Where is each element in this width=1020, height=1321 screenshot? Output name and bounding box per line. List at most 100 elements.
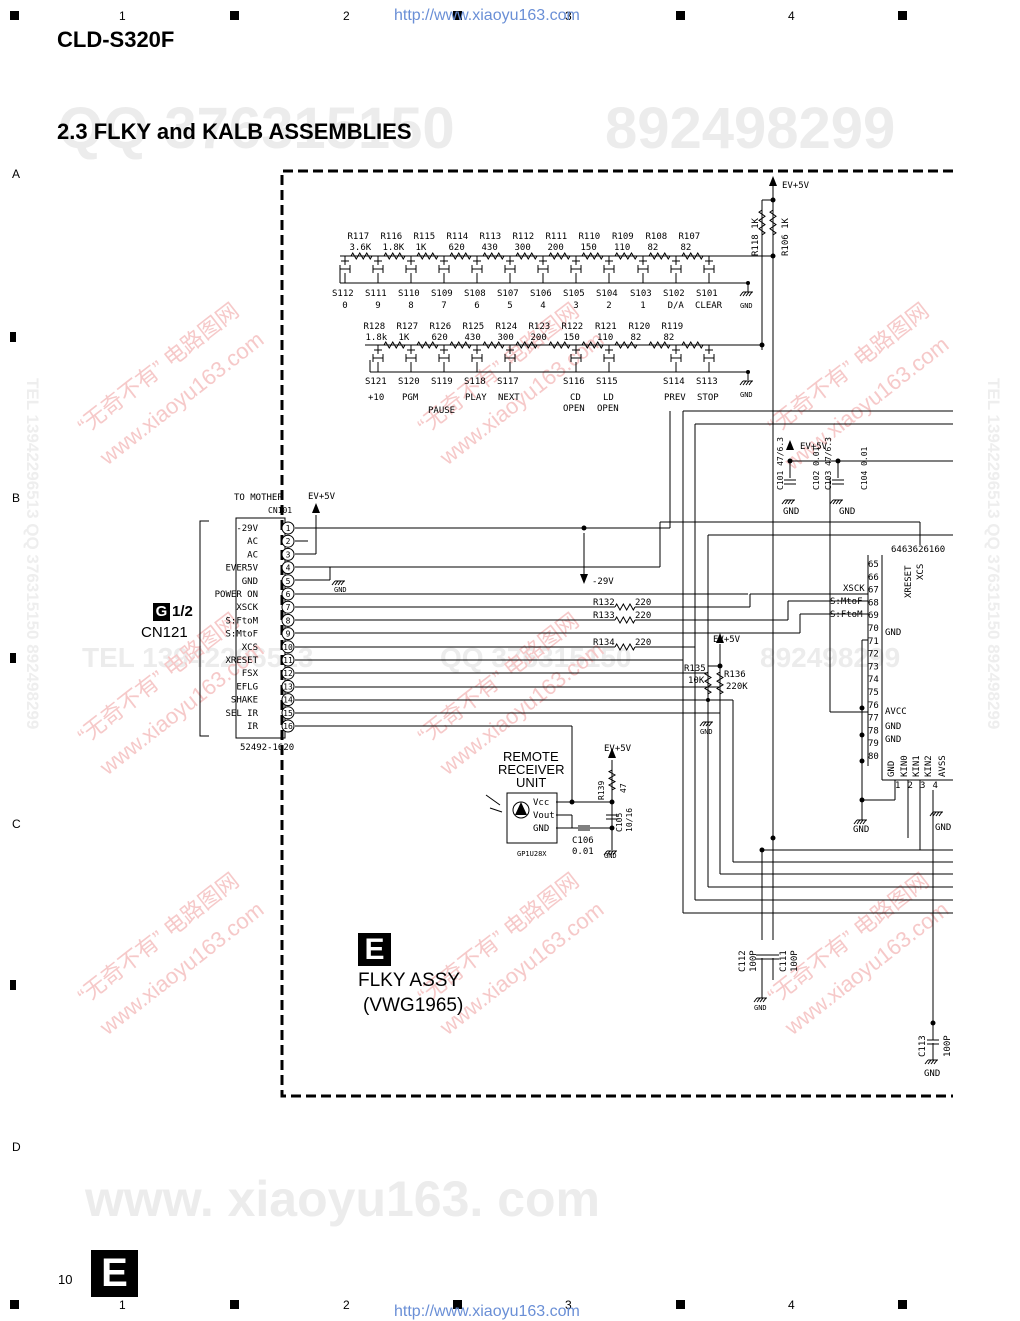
switch-key-label: 7 — [441, 301, 446, 311]
connector-ref: CN101 — [268, 506, 292, 515]
connector-pin-label: SEL IR — [225, 709, 258, 719]
ic-pin-label: GND — [885, 628, 901, 638]
resistor-ref: R126 — [430, 322, 452, 332]
switch-S116 — [570, 345, 582, 372]
source-url-bottom[interactable]: http://www.xiaoyu163.com — [394, 1303, 580, 1320]
capacitor-value: 10/16 — [625, 808, 634, 832]
resistor-R111 — [548, 252, 571, 260]
ic-pin-label: GND — [885, 735, 901, 745]
switch-S117 — [504, 345, 516, 372]
resistor-value: 10K — [688, 676, 705, 686]
resistor-ref: R133 — [593, 611, 615, 621]
grid-marker — [10, 1300, 19, 1309]
connector-pin-number: 15 — [283, 709, 293, 718]
switch-ref: S120 — [398, 377, 420, 387]
resistor-R110 — [581, 252, 604, 260]
ic-pin-number: 65 — [868, 560, 879, 570]
switch-S115 — [603, 345, 615, 372]
resistor-label: R106 1K — [781, 217, 791, 256]
resistor-R123 — [548, 341, 571, 349]
switch-ref: S117 — [497, 377, 519, 387]
capacitor-ref: C113 — [918, 1035, 928, 1057]
resistor-ref: R116 — [381, 232, 403, 242]
capacitor-lead — [761, 958, 934, 1060]
supply-label: EV+5V — [782, 181, 810, 191]
resistor-value: 200 — [531, 333, 547, 343]
resistor-ref: R109 — [612, 232, 634, 242]
ic-pin-number: 67 — [868, 586, 879, 596]
resistor-ref: R135 — [684, 664, 706, 674]
switch-S101 — [703, 256, 715, 283]
connector-pin-label: XCS — [242, 643, 258, 653]
remote-title-line-3: UNIT — [516, 775, 547, 790]
remote-part-number: GP1U28X — [517, 850, 547, 858]
resistor-R121 — [614, 341, 638, 349]
resistor-R113 — [482, 252, 505, 260]
switch-ref: S111 — [365, 289, 387, 299]
ic-pin-number: 71 — [868, 637, 879, 647]
resistor-R132 — [614, 602, 636, 612]
ic-pin-number: 66 — [868, 573, 879, 583]
ic-top-pin-numbers: 6463626160 — [891, 545, 945, 555]
connector-title: TO MOTHER — [234, 493, 283, 503]
supply-label: -29V — [592, 577, 614, 587]
connector-pin-number: 10 — [283, 643, 293, 652]
gnd-label: GND — [839, 507, 855, 517]
resistor-ref: R125 — [463, 322, 485, 332]
switch-key-label: STOP — [697, 393, 719, 403]
switch-key-label: PLAY — [465, 393, 487, 403]
resistor-R116 — [383, 252, 406, 260]
ic-pin-number: 2 — [908, 781, 913, 791]
switch-S103 — [637, 256, 649, 283]
gnd-label: GND — [700, 728, 713, 736]
resistor-ref: R127 — [397, 322, 419, 332]
switch-ref: S108 — [464, 289, 486, 299]
resistor-R136 — [716, 671, 724, 695]
resistor-value: 220 — [635, 611, 651, 621]
resistor-ref: R113 — [480, 232, 502, 242]
connector-pin-label: GND — [242, 577, 258, 587]
capacitor-value: 100P — [790, 950, 800, 972]
resistor-value: 82 — [648, 243, 659, 253]
resistor-value: 220K — [726, 682, 748, 692]
capacitor-label: C101 47/6.3 — [776, 437, 785, 490]
resistor-value: 150 — [581, 243, 597, 253]
resistor-value: 1K — [416, 243, 427, 253]
switch-S121 — [372, 345, 384, 372]
ic-pin-number: 78 — [868, 726, 879, 736]
resistor-ref: R115 — [414, 232, 436, 242]
switch-S109 — [438, 256, 450, 283]
ic-pin-number: 1 — [895, 781, 900, 791]
ic-pin-number: 70 — [868, 624, 879, 634]
switch-key-label: 9 — [375, 301, 380, 311]
connector-pin-number: 16 — [283, 722, 293, 731]
capacitor-value: 0.01 — [572, 847, 594, 857]
ic-pin-label: XRESET — [904, 565, 914, 598]
ic-pin-label: GND — [885, 722, 901, 732]
switch-ref: S115 — [596, 377, 618, 387]
switch-ref: S105 — [563, 289, 585, 299]
connector-pin-number: 1 — [286, 524, 291, 533]
connector-pin-number: 13 — [283, 682, 293, 691]
ic-pin-number: 3 — [920, 781, 925, 791]
connector-pin — [281, 719, 295, 733]
resistor-ref: R117 — [348, 232, 370, 242]
switch-S111 — [372, 256, 384, 283]
connector-pin — [281, 679, 295, 693]
switch-S106 — [537, 256, 549, 283]
ic-pin-label: KIN2 — [924, 755, 934, 777]
source-url-top[interactable]: http://www.xiaoyu163.com — [394, 7, 580, 24]
ic-pin-label: KIN0 — [900, 755, 910, 777]
supply-label: EV+5V — [604, 744, 632, 754]
grid-marker — [10, 332, 16, 342]
resistor-ref: R136 — [724, 670, 746, 680]
switch-ref: S114 — [663, 377, 685, 387]
supply-label: EV+5V — [713, 635, 741, 645]
col-number-3-bottom: 3 — [565, 1298, 572, 1312]
switch-ref: S116 — [563, 377, 585, 387]
capacitor-ref: C105 — [615, 813, 624, 832]
col-number-4-bottom: 4 — [788, 1298, 795, 1312]
switch-key-label: 4 — [540, 301, 545, 311]
connector-pin — [281, 534, 295, 548]
connector-pin — [281, 706, 295, 720]
